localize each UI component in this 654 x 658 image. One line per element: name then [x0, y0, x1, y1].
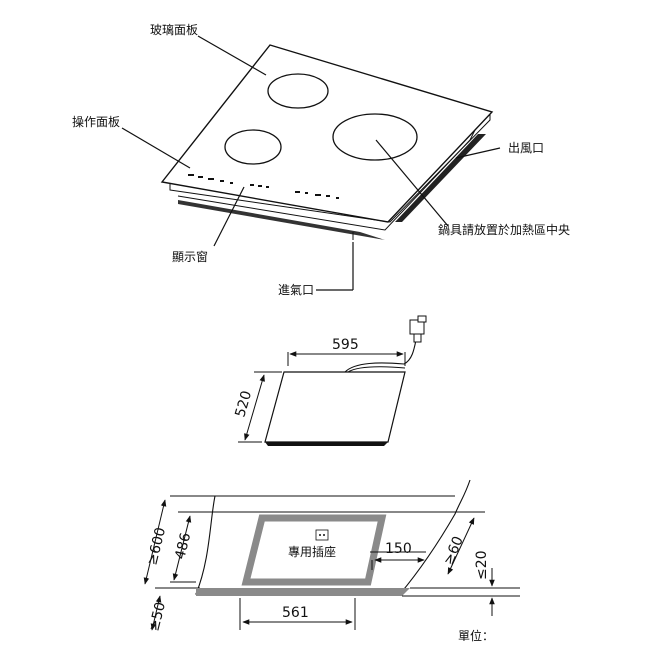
hob-width-dim: 595 — [332, 337, 359, 353]
glass-panel-label: 玻璃面板 — [150, 23, 198, 37]
edge-gap-dim: ≥50 — [146, 600, 169, 633]
air-inlet-label: 進氣口 — [278, 283, 314, 297]
air-outlet-label: 出風口 — [508, 141, 544, 155]
unit-label: 單位： — [458, 628, 494, 643]
control-panel-label: 操作面板 — [72, 114, 120, 129]
plug-icon — [409, 315, 427, 343]
cutout-frame — [241, 514, 387, 586]
hob-overview: 玻璃面板 操作面板 出風口 鍋具請放置於加熱區中央 顯示窗 進氣口 — [72, 23, 570, 297]
burner-rear-left — [267, 73, 329, 109]
thickness-dim: ≤20 — [474, 550, 490, 580]
countertop-outline — [195, 479, 471, 595]
socket-offset-dim: 150 — [385, 541, 412, 557]
power-cord — [344, 339, 417, 373]
installation-drawing: 595 520 專用插座 150 ≥600 — [143, 315, 520, 643]
socket-icon — [315, 529, 329, 541]
hob-depth-dim: 520 — [232, 389, 255, 419]
counter-depth-dim: ≥600 — [144, 526, 169, 567]
hob-outline — [264, 371, 406, 443]
cutout-depth-dim: 486 — [172, 531, 194, 561]
display-window-label: 顯示窗 — [172, 250, 208, 264]
cutout-width-dim: 561 — [282, 605, 309, 621]
glass-top — [160, 44, 494, 223]
socket-label: 專用插座 — [288, 544, 336, 559]
burner-right — [332, 113, 418, 161]
control-strip — [188, 174, 339, 199]
right-gap-dim: ≥60 — [441, 534, 467, 567]
cookware-note-label: 鍋具請放置於加熱區中央 — [438, 222, 570, 237]
burner-front-left — [224, 129, 282, 165]
